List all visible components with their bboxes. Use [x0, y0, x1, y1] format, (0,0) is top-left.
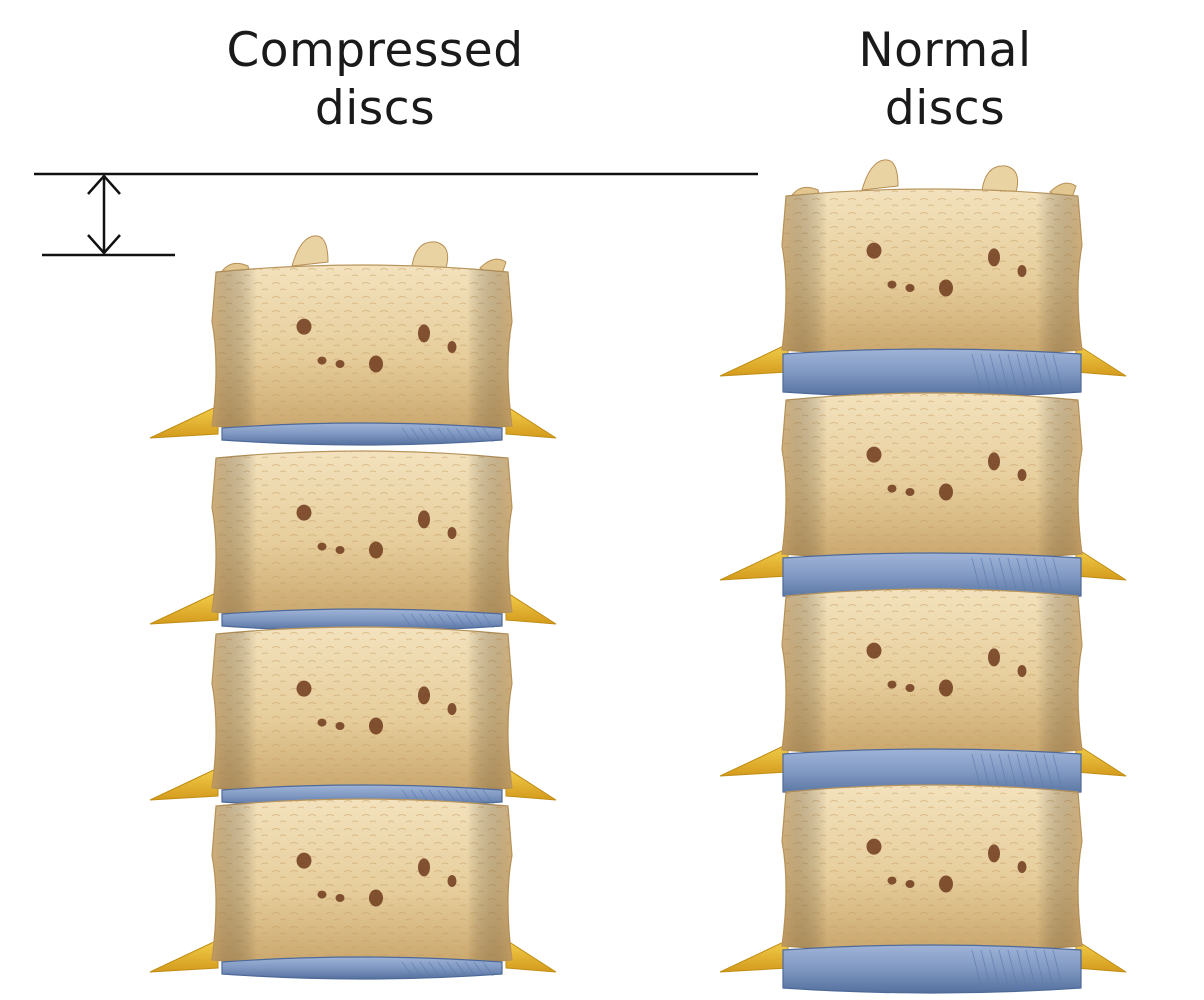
foramen-spot	[905, 284, 915, 292]
foramen-spot	[447, 875, 457, 887]
foramen-spot	[418, 324, 430, 343]
intervertebral-disc	[782, 552, 1082, 602]
foramen-spot	[335, 722, 345, 730]
foramen-spot	[369, 355, 383, 373]
vertebra-body	[211, 626, 513, 795]
foramen-spot	[988, 844, 1000, 863]
foramen-spot	[296, 680, 312, 697]
vertebra-body	[211, 235, 513, 433]
normal-label-line-1: Normal	[858, 23, 1032, 78]
foramen-spot	[905, 880, 915, 888]
transverse-processes	[149, 405, 557, 439]
vertebra-body	[781, 159, 1083, 357]
intervertebral-disc	[221, 956, 503, 980]
foramen-spot	[317, 542, 327, 551]
height-reference	[34, 172, 758, 257]
foramen-spot	[939, 483, 953, 501]
foramen-spot	[447, 703, 457, 715]
vertebra-body	[211, 450, 513, 619]
foramen-spot	[866, 838, 882, 855]
intervertebral-disc	[782, 944, 1082, 994]
compressed-label-line-1: Compressed	[226, 23, 524, 78]
foramen-spot	[887, 876, 897, 885]
foramen-spot	[939, 875, 953, 893]
transverse-processes	[149, 939, 557, 973]
foramen-spot	[418, 858, 430, 877]
foramen-spot	[988, 648, 1000, 667]
foramen-spot	[317, 890, 327, 899]
foramen-spot	[296, 318, 312, 335]
foramen-spot	[317, 718, 327, 727]
vertebra-body	[781, 588, 1083, 757]
foramen-spot	[866, 446, 882, 463]
foramen-spot	[905, 684, 915, 692]
foramen-spot	[939, 679, 953, 697]
compressed-discs-label: Compressed discs	[170, 22, 580, 138]
foramen-spot	[939, 279, 953, 297]
foramen-spot	[887, 484, 897, 493]
normal-vertebra-stack	[719, 159, 1127, 994]
foramen-spot	[296, 504, 312, 521]
foramen-spot	[905, 488, 915, 496]
foramen-spot	[335, 894, 345, 902]
foramen-spot	[1017, 469, 1027, 481]
foramen-spot	[369, 541, 383, 559]
intervertebral-disc	[782, 348, 1082, 398]
transverse-processes	[719, 743, 1127, 777]
normal-label-line-2: discs	[884, 81, 1006, 136]
foramen-spot	[317, 356, 327, 365]
foramen-spot	[988, 452, 1000, 471]
foramen-spot	[447, 341, 457, 353]
transverse-processes	[149, 591, 557, 625]
double-headed-arrow-icon	[87, 174, 121, 255]
normal-discs-label: Normal discs	[780, 22, 1110, 138]
vertebra-body	[211, 798, 513, 967]
transverse-processes	[719, 939, 1127, 973]
compressed-label-line-2: discs	[314, 81, 436, 136]
foramen-spot	[418, 686, 430, 705]
foramen-spot	[1017, 861, 1027, 873]
foramen-spot	[369, 889, 383, 907]
foramen-spot	[296, 852, 312, 869]
foramen-spot	[335, 546, 345, 554]
foramen-spot	[1017, 665, 1027, 677]
foramen-spot	[988, 248, 1000, 267]
foramen-spot	[447, 527, 457, 539]
foramen-spot	[887, 280, 897, 289]
foramen-spot	[887, 680, 897, 689]
vertebra-body	[781, 784, 1083, 953]
foramen-spot	[335, 360, 345, 368]
intervertebral-disc	[221, 422, 503, 446]
foramen-spot	[866, 642, 882, 659]
vertebra-body	[781, 392, 1083, 561]
foramen-spot	[1017, 265, 1027, 277]
compressed-vertebra-stack	[149, 235, 557, 980]
foramen-spot	[418, 510, 430, 529]
foramen-spot	[866, 242, 882, 259]
intervertebral-disc	[221, 608, 503, 632]
foramen-spot	[369, 717, 383, 735]
